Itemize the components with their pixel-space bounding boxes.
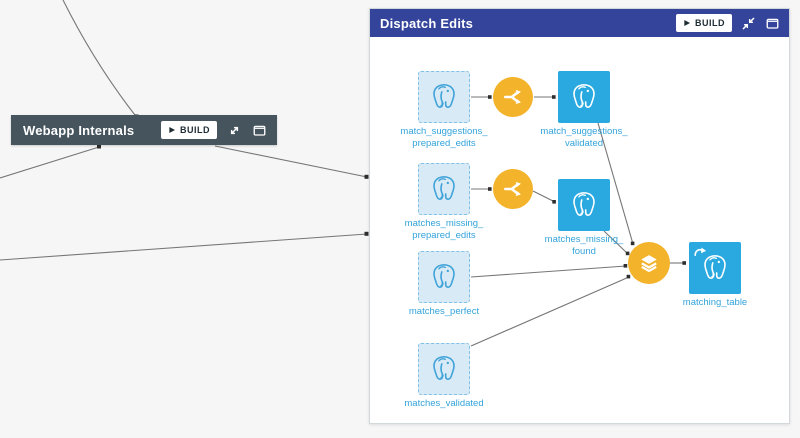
dataset-label: matches_missing_found: [544, 234, 624, 258]
webapp-build-button[interactable]: BUILD: [161, 121, 217, 139]
postgresql-elephant-icon: [427, 172, 461, 206]
open-zone-window-icon[interactable]: [765, 16, 780, 31]
recipe-stack-matching[interactable]: [628, 242, 670, 284]
build-button-label: BUILD: [180, 125, 210, 135]
build-button-label: BUILD: [695, 18, 725, 28]
dataset-label: matches_missing_prepared_edits: [404, 218, 484, 242]
dataset-label: match_suggestions_prepared_edits: [400, 126, 488, 150]
zone-dispatch-edits: Dispatch Edits BUILD: [369, 8, 790, 424]
dataset-matches_perfect[interactable]: [418, 251, 470, 303]
open-zone-window-icon[interactable]: [252, 123, 267, 138]
play-icon: [168, 126, 176, 134]
zone-dispatch-edits-header[interactable]: Dispatch Edits BUILD: [370, 9, 789, 37]
collapse-zone-icon[interactable]: [741, 16, 756, 31]
postgresql-elephant-icon: [427, 260, 461, 294]
postgresql-elephant-icon: [567, 188, 601, 222]
split-recipe-icon: [500, 84, 526, 110]
dataset-match_suggestions_prepared_edits[interactable]: [418, 71, 470, 123]
postgresql-elephant-icon: [567, 80, 601, 114]
shared-dataset-arrow-icon: [692, 244, 708, 260]
zone-webapp-internals-title: Webapp Internals: [23, 122, 135, 138]
recipe-split-match-suggestions[interactable]: [493, 77, 533, 117]
dataset-label: matches_perfect: [408, 306, 480, 317]
recipe-split-matches-missing[interactable]: [493, 169, 533, 209]
zone-dispatch-edits-title: Dispatch Edits: [380, 15, 474, 31]
dataset-matches_missing_found[interactable]: [558, 179, 610, 231]
postgresql-elephant-icon: [427, 352, 461, 386]
split-recipe-icon: [500, 176, 526, 202]
play-icon: [683, 19, 691, 27]
dataset-matches_missing_prepared_edits[interactable]: [418, 163, 470, 215]
dataset-matches_validated[interactable]: [418, 343, 470, 395]
dataset-label: matches_validated: [404, 398, 484, 409]
dispatch-build-button[interactable]: BUILD: [676, 14, 732, 32]
dataset-match_suggestions_validated[interactable]: [558, 71, 610, 123]
zone-webapp-internals[interactable]: Webapp Internals BUILD: [11, 115, 277, 145]
postgresql-elephant-icon: [427, 80, 461, 114]
expand-zone-icon[interactable]: [227, 123, 242, 138]
dataset-label: match_suggestions_validated: [540, 126, 628, 150]
dataset-label: matching_table: [682, 297, 748, 308]
dataset-matching_table[interactable]: [689, 242, 741, 294]
